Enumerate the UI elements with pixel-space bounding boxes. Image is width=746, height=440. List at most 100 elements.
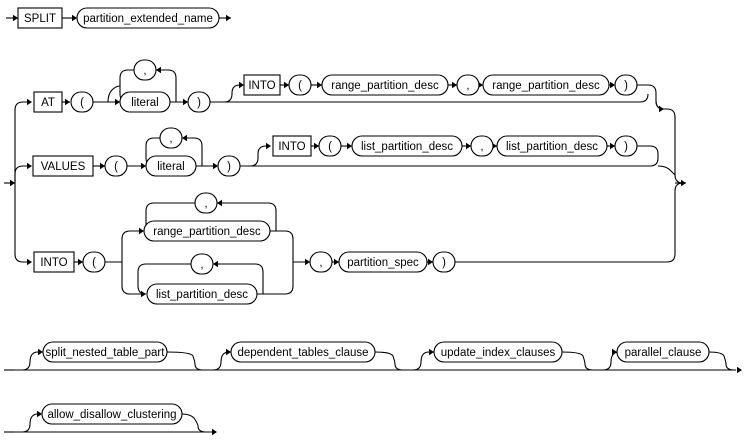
arrow-right-icon [226,348,231,356]
into-comma-node: , [309,251,333,273]
arrow-right-icon [610,142,615,150]
arrow-right-icon [466,142,471,150]
at-into-keyword-label: INTO [248,80,275,92]
into-comma-node-shape [309,251,333,273]
at-range-partition-desc-2-node: range_partition_desc [482,74,610,96]
dependent-tables-clause-node-shape [230,341,376,363]
at-into-comma-node-shape [456,74,480,96]
values-into-comma-node: , [470,135,494,157]
update-index-clauses-exit-line [561,351,594,371]
choice-branch-into [14,183,30,263]
into-rparen-node-shape [432,251,456,273]
into-range-exit [270,230,294,262]
values-list-partition-desc-2-node-shape [496,135,608,157]
merge-rail-upper [655,100,684,184]
at-into-bypass-line [224,93,649,103]
arrow-right-icon [659,105,664,113]
values-literal-node-shape [145,155,197,177]
at-literal-node-shape [119,91,171,113]
into-partition-spec-node-shape [338,251,428,273]
parallel-clause-entry-line [602,351,620,371]
into-range-partition-desc-node-shape [143,220,271,242]
at-into-rparen-node-label: ) [624,80,628,92]
at-comma-node: , [133,59,157,81]
update-index-clauses-entry-line [412,351,430,371]
arrow-right-icon [10,179,15,187]
into-comma-node-label: , [319,257,322,269]
into-lparen-node: ( [82,251,106,273]
dependent-tables-clause-node: dependent_tables_clause [230,341,376,363]
values-list-partition-desc-1-node-shape [351,135,463,157]
at-range-partition-desc-1-node: range_partition_desc [321,74,449,96]
values-keyword: VALUES [32,155,94,177]
arrow-right-icon [72,14,77,22]
split-keyword-label: SPLIT [24,13,56,25]
at-rparen-node: ) [187,91,211,113]
arrow-right-icon [141,162,146,170]
values-into-keyword-shape [272,135,312,157]
at-range-partition-desc-2-node-shape [482,74,610,96]
arrow-right-icon [141,290,146,298]
values-literal-node-label: literal [157,161,184,173]
at-into-lparen-node: ( [288,74,312,96]
at-into-comma-node: , [456,74,480,96]
arrow-left-icon [217,199,222,207]
split-nested-table-part-node-shape [42,341,168,363]
into-list-comma-node: , [190,253,214,275]
values-list-partition-desc-2-node-label: list_partition_desc [506,141,598,153]
at-into-rparen-node-shape [614,74,638,96]
connector-line [657,165,676,176]
split-nested-table-part-node: split_nested_table_part [42,341,168,363]
arrow-right-icon [27,162,32,170]
arrow-right-icon [27,258,32,266]
partition-extended-name-node: partition_extended_name [76,7,220,29]
at-rparen-node-shape [187,91,211,113]
arrow-right-icon [284,81,289,89]
arrow-right-icon [27,98,32,106]
at-into-optional-entry [210,84,243,103]
at-lparen-node-label: ( [80,97,84,109]
into-range-branch [121,230,143,262]
arrow-right-icon [213,162,218,170]
values-into-rparen-node-label: ) [624,141,628,153]
parallel-clause-node: parallel_clause [616,341,710,363]
split-keyword-shape [17,7,63,29]
allow-disallow-clustering-entry-line [21,413,39,433]
values-keyword-shape [32,155,94,177]
arrow-right-icon [428,258,433,266]
arrow-right-icon [314,142,319,150]
arrow-right-icon [266,142,271,150]
into-list-exit [257,262,294,295]
arrow-right-icon [212,428,217,436]
parallel-clause-exit-line [708,351,735,371]
dependent-tables-clause-exit-line [374,351,404,371]
split-nested-table-part-node-label: split_nested_table_part [46,347,166,359]
allow-disallow-clustering-exit-line [181,413,207,433]
values-literal-node: literal [145,155,197,177]
values-list-partition-desc-2-node: list_partition_desc [496,135,608,157]
parallel-clause-node-label: parallel_clause [625,347,702,359]
arrow-right-icon [115,98,120,106]
values-rparen-node-label: ) [227,161,231,173]
arrow-right-icon [183,98,188,106]
arrow-right-icon [65,98,70,106]
connector-line [107,85,121,103]
at-into-keyword-shape [243,74,281,96]
at-literal-node-label: literal [131,97,158,109]
partition-extended-name-node-shape [76,7,220,29]
values-into-bypass-line [250,157,659,167]
into-range-comma-node-shape [194,192,218,214]
arrow-right-icon [452,81,457,89]
values-rparen-node: ) [217,155,241,177]
into-lparen-node-shape [82,251,106,273]
values-comma-node-shape [159,127,183,149]
into-partition-spec-node: partition_spec [338,251,428,273]
at-lparen-node: ( [70,91,94,113]
values-list-partition-desc-1-node: list_partition_desc [351,135,463,157]
update-index-clauses-node: update_index_clauses [433,341,563,363]
at-into-lparen-node-shape [288,74,312,96]
dependent-tables-clause-entry-line [212,351,230,371]
connector-line [637,145,659,158]
dependent-tables-clause-node-label: dependent_tables_clause [237,347,368,359]
